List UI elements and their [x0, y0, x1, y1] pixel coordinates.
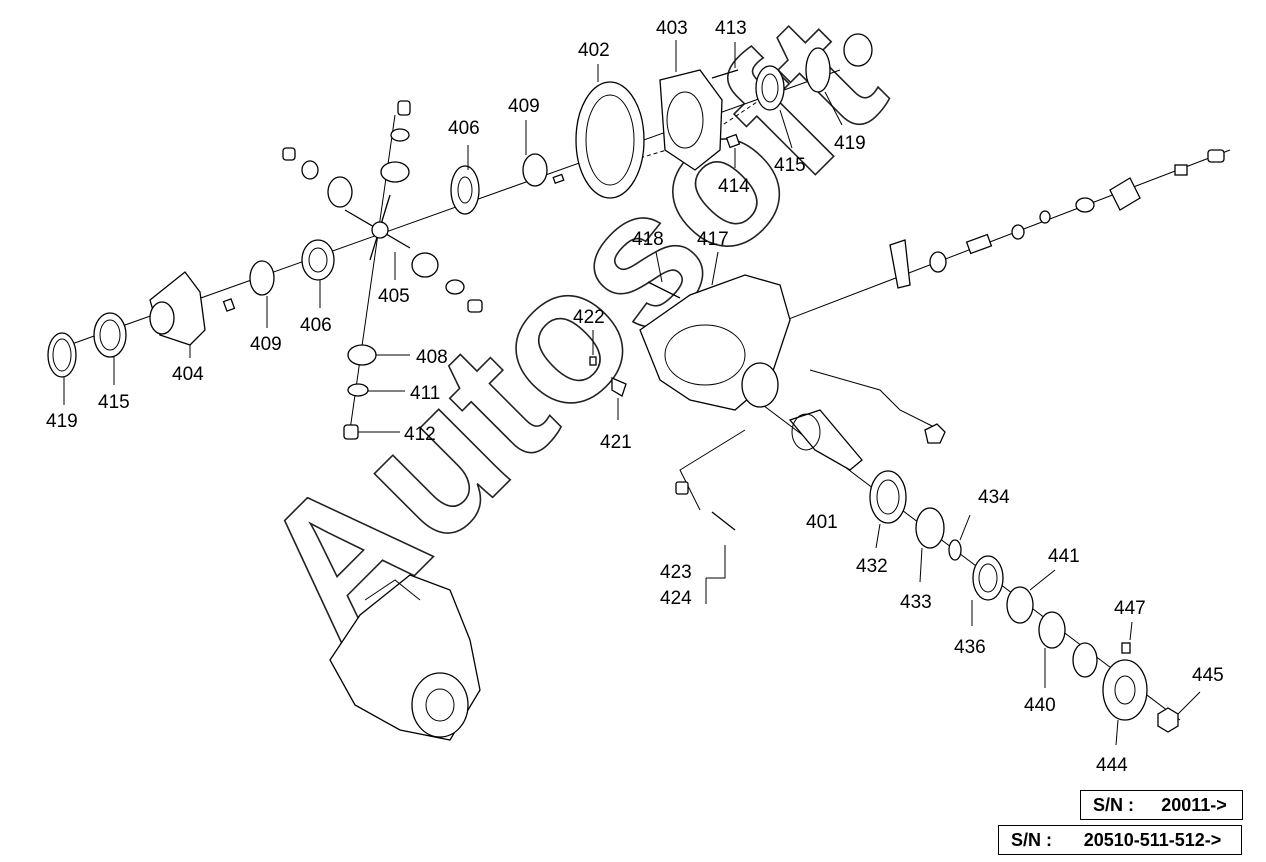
spider-405 [344, 194, 411, 261]
label-441: 441 [1048, 546, 1080, 567]
label-419: 419 [46, 411, 78, 432]
label-418: 418 [632, 229, 664, 250]
label-432: 432 [856, 556, 888, 577]
label-419: 419 [834, 133, 866, 154]
ring-440 [1038, 611, 1066, 649]
seal-441 [1006, 586, 1034, 624]
svg-text:Autosoft: Autosoft [219, 0, 921, 679]
label-417: 417 [697, 229, 729, 250]
pinion-gear-left [327, 176, 353, 208]
side-gear-406-left [301, 239, 335, 281]
label-409: 409 [250, 334, 282, 355]
axle-housing-overview [329, 574, 481, 741]
shim-433 [915, 507, 945, 549]
snap-ring-419-left [47, 332, 77, 378]
bushing-412 [343, 424, 359, 440]
serial-value: 20510-511-512-> [1083, 829, 1222, 850]
label-414: 414 [718, 176, 750, 197]
serial-number-box-2: S/N : 20510-511-512-> [998, 825, 1242, 855]
washer-411 [347, 383, 369, 397]
label-433: 433 [900, 592, 932, 613]
label-415: 415 [98, 392, 130, 413]
snap-ring-419-right [805, 47, 831, 93]
label-444: 444 [1096, 755, 1128, 776]
label-434: 434 [978, 487, 1010, 508]
label-404: 404 [172, 364, 204, 385]
bearing-436 [972, 555, 1004, 601]
bearing-415-left [93, 312, 127, 358]
watermark: Autosoft [218, 0, 922, 680]
label-408: 408 [416, 347, 448, 368]
label-409: 409 [508, 96, 540, 117]
side-gear-406-right [450, 165, 480, 215]
serial-key: S/N : [1011, 829, 1053, 850]
bearing-432 [869, 470, 907, 524]
label-406: 406 [448, 118, 480, 139]
ring-gear-402 [575, 81, 645, 199]
label-401: 401 [806, 512, 838, 533]
flange-444 [1102, 659, 1148, 721]
label-415: 415 [774, 155, 806, 176]
bearing-415-right [755, 65, 785, 111]
part-number-labels: 401 402 403 404 405 406 406 408 409 409 … [46, 18, 1224, 776]
gear-408 [347, 344, 377, 366]
pinion-gear-right [411, 252, 439, 278]
label-413: 413 [715, 18, 747, 39]
differential-assembly [47, 33, 873, 440]
pinion-gear-upper [380, 161, 410, 183]
nut-445 [1157, 707, 1179, 733]
label-424: 424 [660, 588, 692, 609]
case-half-403 [659, 69, 723, 171]
serial-value: 20011-> [1161, 794, 1227, 815]
label-411: 411 [410, 383, 440, 404]
label-440: 440 [1024, 695, 1056, 716]
label-421: 421 [600, 432, 632, 453]
leader-lines [63, 40, 1201, 746]
carrier-housing-assembly [589, 149, 1225, 733]
label-406: 406 [300, 315, 332, 336]
label-405: 405 [378, 286, 410, 307]
serial-key: S/N : [1093, 794, 1135, 815]
drive-pinion-401 [788, 409, 863, 471]
label-423: 423 [660, 562, 692, 583]
label-412: 412 [404, 424, 436, 445]
label-447: 447 [1114, 598, 1146, 619]
thrust-washer-409-right [522, 153, 548, 187]
label-422: 422 [573, 307, 605, 328]
label-402: 402 [578, 40, 610, 61]
label-436: 436 [954, 637, 986, 658]
label-445: 445 [1192, 665, 1224, 686]
label-403: 403 [656, 18, 688, 39]
thrust-washer-409-left [249, 260, 275, 296]
serial-number-box-1: S/N : 20011-> [1080, 790, 1243, 820]
spacer-434 [948, 539, 962, 561]
